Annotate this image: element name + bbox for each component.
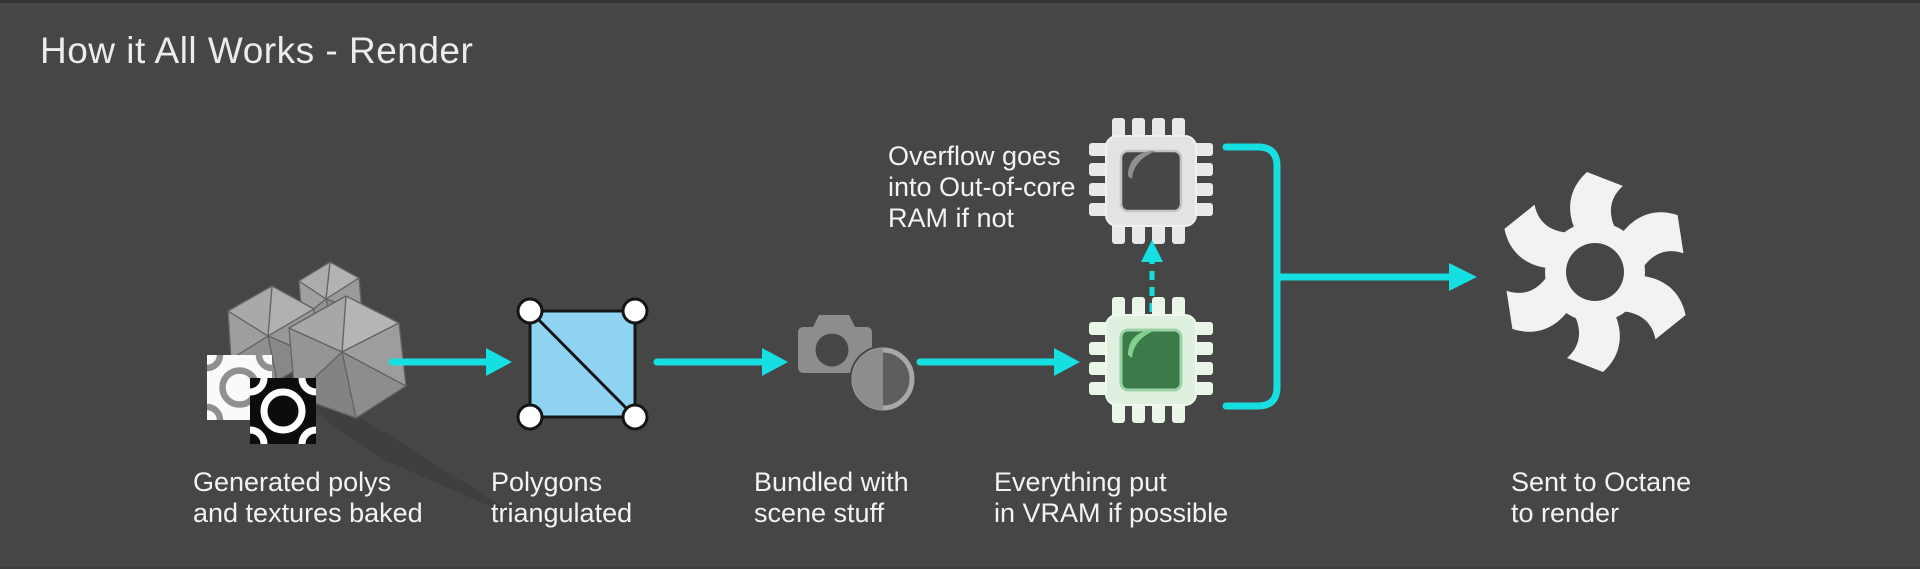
octane-logo-icon — [1504, 172, 1686, 372]
ram-chip-die — [1119, 149, 1183, 213]
camera-scene-icon — [798, 315, 917, 413]
vram-chip-icon — [1089, 297, 1213, 423]
bracket-to-octane — [1222, 143, 1477, 410]
rock-shadow — [300, 402, 530, 524]
octane-logo-hole — [1566, 243, 1624, 301]
step-label-sent-to-octane: Sent to Octane to render — [1511, 467, 1692, 528]
step-label-bundled-with-scene: Bundled with scene stuff — [754, 467, 909, 528]
overflow-note-label: Overflow goes into Out-of-core RAM if no… — [888, 141, 1076, 233]
step-label-polygons-triangulated: Polygons triangulated — [491, 467, 633, 528]
texture-tile-black — [250, 378, 316, 444]
arrow-polygon-to-camera — [653, 348, 788, 376]
triangulated-polygon-icon — [516, 297, 649, 431]
contrast-ball-icon — [851, 347, 915, 411]
top-edge-bar — [0, 0, 1920, 3]
ram-chip-pins — [1089, 118, 1213, 244]
camera-hump — [813, 315, 855, 327]
vram-chip-pins — [1089, 297, 1213, 423]
arrow-polys-to-polygon — [388, 348, 512, 376]
bottom-edge-bar — [0, 567, 1920, 569]
camera-lens — [815, 333, 849, 367]
vram-chip-die — [1119, 328, 1183, 392]
slide-title: How it All Works - Render — [40, 30, 474, 71]
vertex-handles — [516, 297, 649, 431]
out-of-core-ram-chip-icon — [1089, 118, 1213, 244]
step-label-everything-in-vram: Everything put in VRAM if possible — [994, 467, 1229, 528]
step-label-generated-polys: Generated polys and textures baked — [193, 467, 423, 528]
generated-polys-icon — [207, 261, 530, 524]
poly-rock-big — [288, 295, 407, 419]
arrow-camera-to-vram — [916, 348, 1080, 376]
